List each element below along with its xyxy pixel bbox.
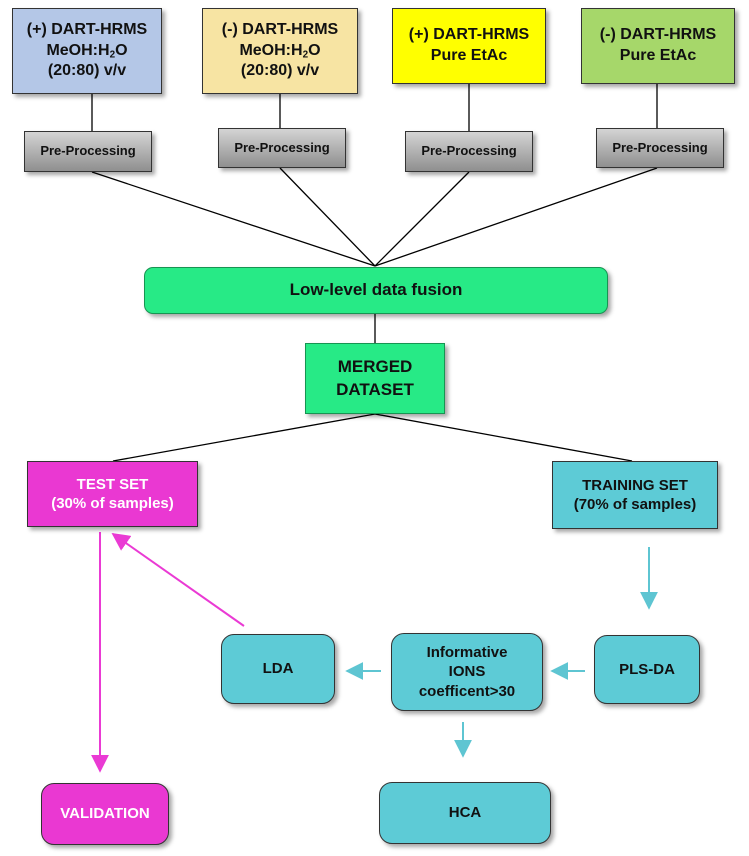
informative-line2: IONS [448,663,486,681]
solvent-prefix: MeOH:H [46,41,110,59]
source-box-title: (-) DART-HRMS [221,20,339,38]
informative-line3: coefficent>30 [418,682,516,700]
low-level-fusion-box: Low-level data fusion [144,267,608,314]
hca-box: HCA [379,782,551,844]
solvent-suffix: O [115,41,128,59]
source-box-solvent: MeOH:H2O [239,41,320,62]
source-box-title: (+) DART-HRMS [408,26,530,44]
preprocessing-label: Pre-Processing [612,139,708,155]
lda-label: LDA [262,660,294,678]
training-set-title: TRAINING SET [582,476,688,494]
connector-pre3-fusion [374,171,470,267]
preprocessing-box-2: Pre-Processing [218,128,346,168]
source-box-negative-meoh: (-) DART-HRMS MeOH:H2O (20:80) v/v [202,8,358,94]
solvent-subscript: 2 [302,49,309,61]
merged-line2: DATASET [336,379,414,399]
preprocessing-label: Pre-Processing [40,143,136,159]
preprocessing-box-3: Pre-Processing [405,131,533,172]
source-box-title: (-) DART-HRMS [599,26,717,44]
arrow-lda-to-test [111,532,245,627]
connector-pre4-fusion [374,167,658,267]
test-set-share: (30% of samples) [51,495,174,512]
connector-merged-training [374,413,633,462]
source-box-title: (+) DART-HRMS [26,20,148,38]
lda-box: LDA [221,634,335,704]
plsda-label: PLS-DA [619,660,675,678]
preprocessing-label: Pre-Processing [421,143,517,159]
merged-line1: MERGED [337,357,413,377]
source-box-solvent: Pure EtAc [619,47,697,64]
informative-line1: Informative [426,643,508,661]
source-box-positive-etac: (+) DART-HRMS Pure EtAc [392,8,546,84]
connector-pre1-fusion [91,171,376,267]
source-box-negative-etac: (-) DART-HRMS Pure EtAc [581,8,735,84]
merged-dataset-box: MERGED DATASET [305,343,445,414]
connector-merged-test [112,413,376,462]
hca-label: HCA [448,804,482,822]
fusion-label: Low-level data fusion [289,280,463,300]
source-box-ratio: (20:80) v/v [47,62,127,80]
informative-ions-box: Informative IONS coefficent>30 [391,633,543,711]
solvent-suffix: O [308,41,321,59]
validation-label: VALIDATION [60,805,150,823]
test-set-title: TEST SET [76,475,149,493]
source-box-solvent: Pure EtAc [430,47,508,64]
training-set-box: TRAINING SET (70% of samples) [552,461,718,529]
preprocessing-label: Pre-Processing [234,139,330,155]
preprocessing-box-4: Pre-Processing [596,128,724,168]
source-box-positive-meoh: (+) DART-HRMS MeOH:H2O (20:80) v/v [12,8,162,94]
connector-pre2-fusion [279,167,376,267]
solvent-prefix: MeOH:H [239,41,303,59]
plsda-box: PLS-DA [594,635,700,704]
preprocessing-box-1: Pre-Processing [24,131,152,172]
source-box-solvent: MeOH:H2O [46,41,127,62]
validation-box: VALIDATION [41,783,169,845]
source-box-ratio: (20:80) v/v [240,62,320,80]
training-set-share: (70% of samples) [573,496,697,513]
test-set-box: TEST SET (30% of samples) [27,461,198,527]
solvent-subscript: 2 [109,49,116,61]
